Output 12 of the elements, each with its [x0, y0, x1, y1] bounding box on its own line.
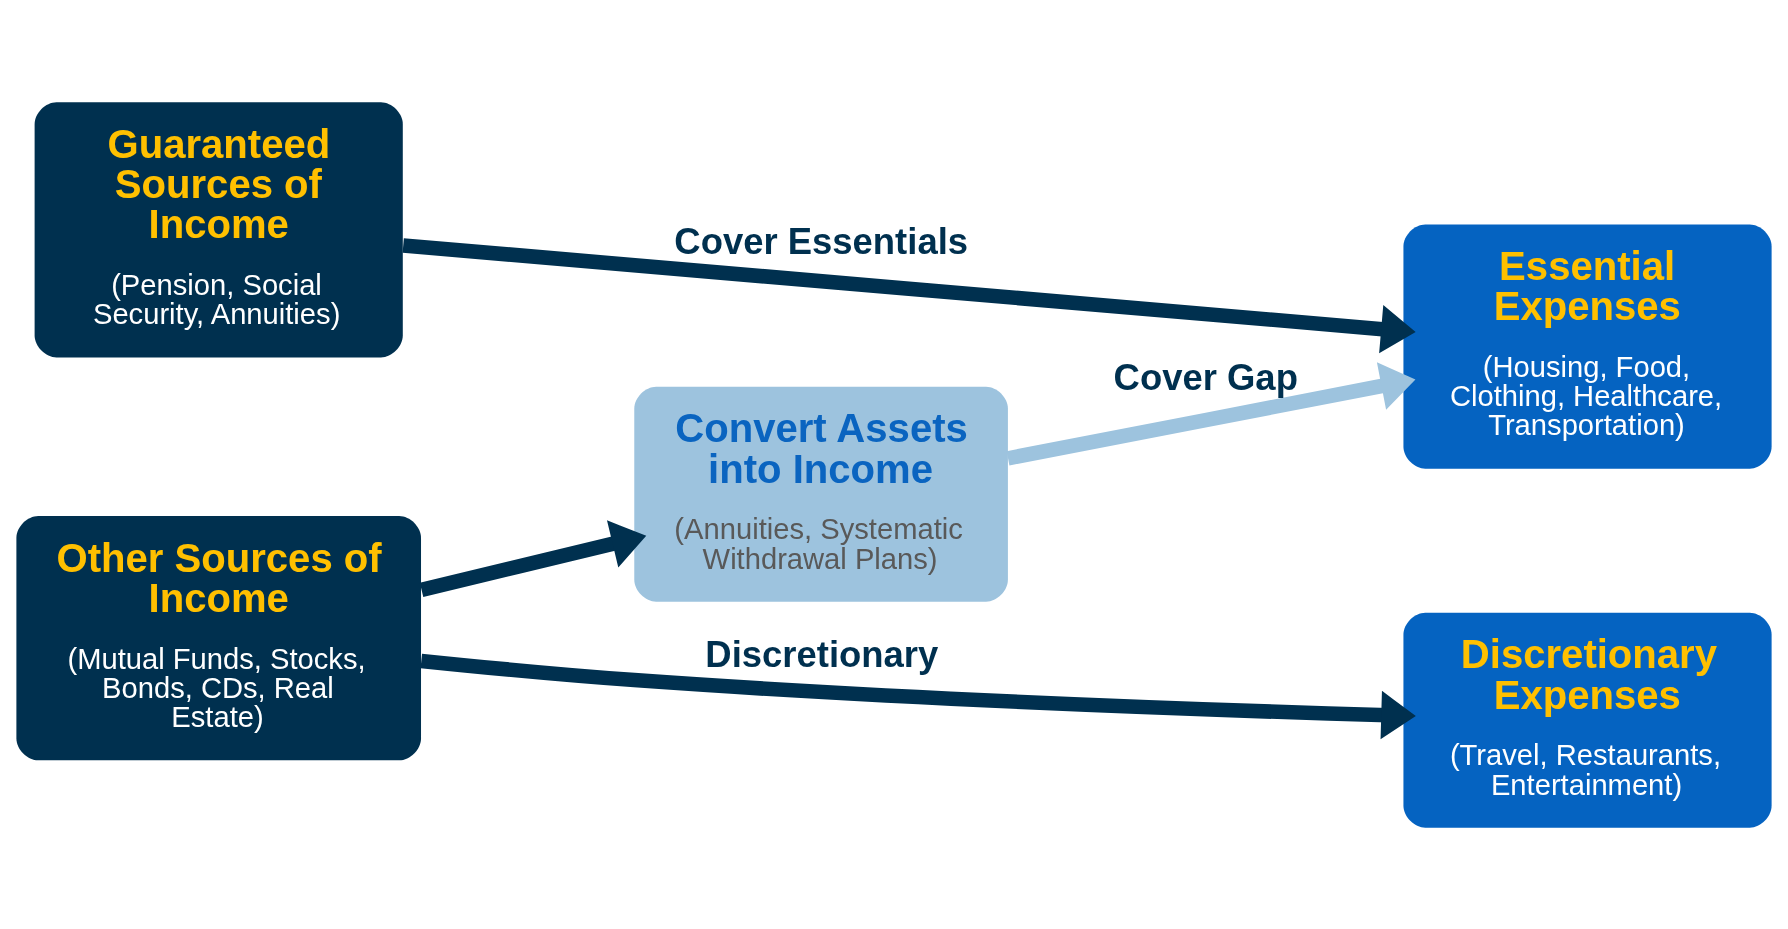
node-box: Discretionary Expenses (Travel, Restaurants, Entertainment)	[1403, 612, 1772, 828]
arrow	[402, 237, 1416, 353]
node-box: Other Sources of Income (Mutual Funds, Stocks, Bonds, CDs, Real Estate)	[16, 515, 421, 760]
edge-label: Discretionary	[705, 633, 939, 675]
node-box: Guaranteed Sources of Income (Pension, Social Security, Annuities)	[34, 101, 403, 357]
node-box: Convert Assets into Income (Annuities, Systematic Withdrawal Plans)	[634, 386, 1008, 602]
edge-label: Cover Gap	[1113, 356, 1298, 398]
arrow	[419, 519, 647, 597]
node-box: Essential Expenses (Housing, Food, Clothing, Healthcare, Transportation)	[1403, 223, 1772, 469]
edge-label: Cover Essentials	[674, 220, 969, 262]
arrow	[420, 653, 1416, 739]
arrow	[1006, 361, 1416, 465]
